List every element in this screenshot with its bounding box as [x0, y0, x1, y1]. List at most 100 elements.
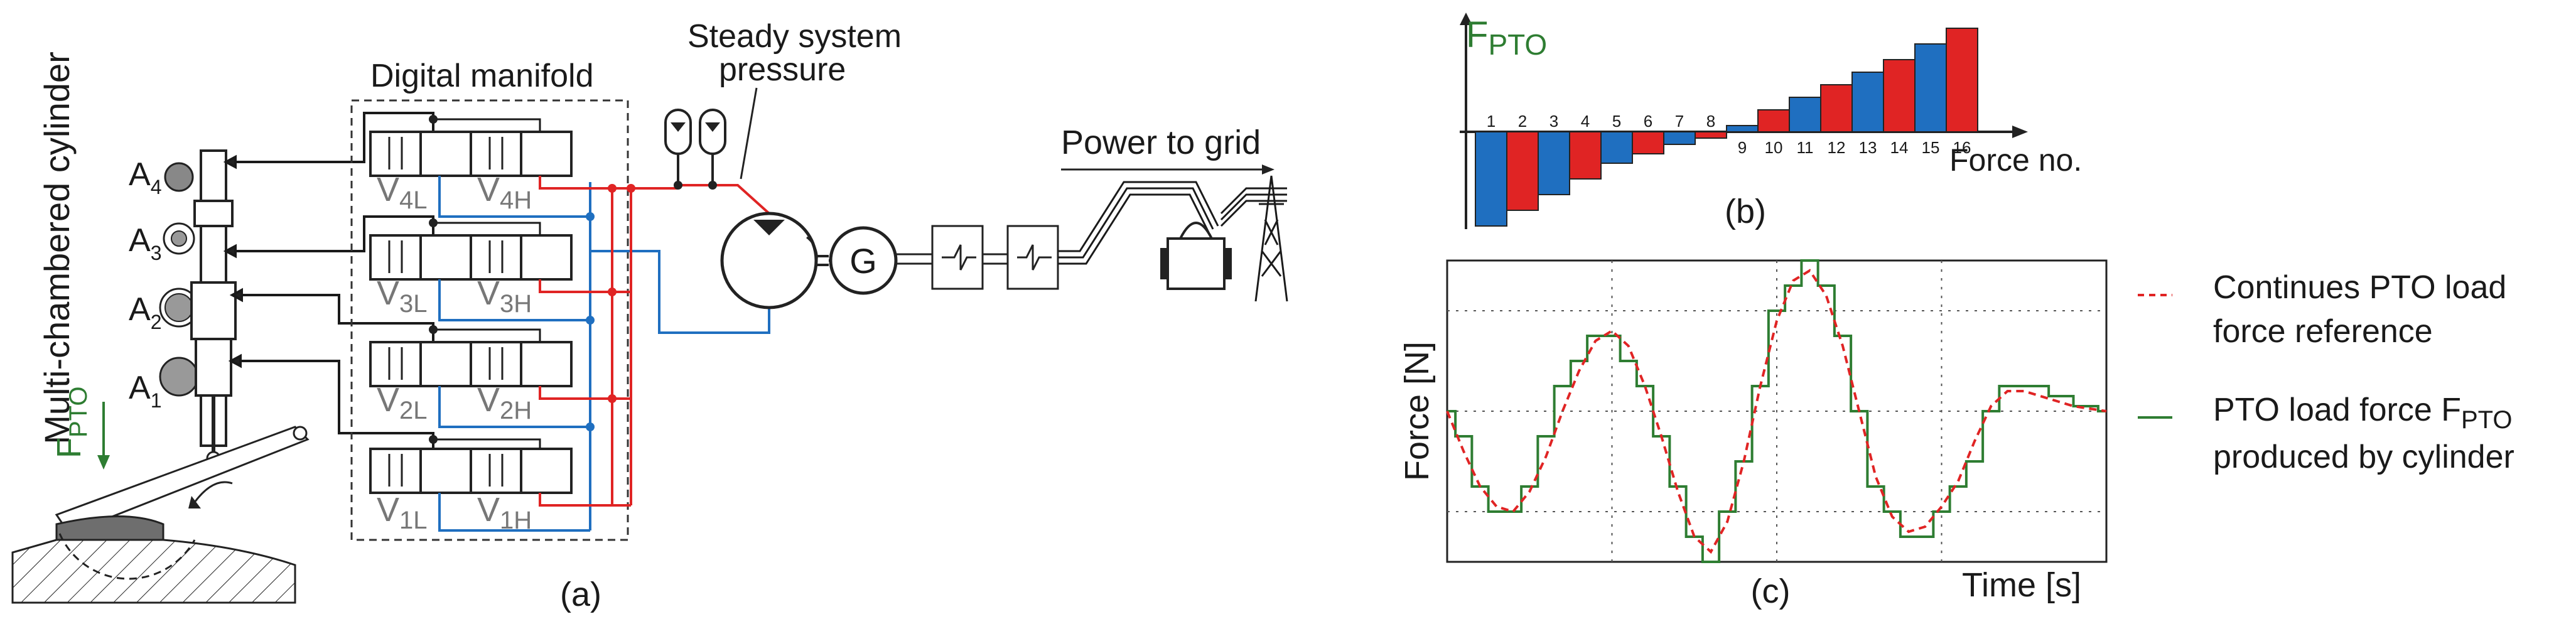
valve-v1l: V1L: [369, 448, 472, 534]
valve-label-base: V: [377, 171, 399, 208]
svg-text:V4L: V4L: [377, 171, 428, 214]
manifold-box: [350, 99, 629, 541]
legend-cylinder-line2: produced by cylinder: [2213, 439, 2514, 475]
legend-reference-line2: force reference: [2213, 313, 2433, 350]
valve-label-base: V: [477, 491, 500, 529]
legend-cylinder-text: PTO load force F: [2213, 392, 2461, 428]
wave-float-lever-icon: [55, 426, 310, 580]
chart-c-grid: [1447, 261, 2106, 562]
panel-a: Multi-chambered cylinder A4 A3 A2 A1 FPT…: [11, 18, 1288, 613]
grid-cables: [1058, 181, 1287, 265]
chart-c-legend: Continues PTO load force reference PTO l…: [2138, 269, 2514, 475]
transformer-icon: [1160, 222, 1232, 290]
bar-15: [1914, 43, 1947, 132]
valve-v2l: V2L: [369, 341, 472, 424]
chart-c-series: [1446, 259, 2107, 563]
chart-b-ylabel-base: F: [1466, 14, 1488, 55]
svg-text:V4H: V4H: [477, 171, 532, 214]
svg-text:A4: A4: [129, 156, 161, 198]
bar-label-6: 6: [1644, 112, 1652, 131]
caption-c: (c): [1751, 573, 1791, 610]
svg-text:V2H: V2H: [477, 381, 532, 424]
valve-v2h: V2H: [470, 341, 573, 424]
bar-1: [1475, 131, 1507, 227]
bar-label-3: 3: [1549, 112, 1558, 131]
area-label-base: A: [129, 222, 151, 259]
chart-b-ylabel-sub: PTO: [1488, 28, 1547, 61]
area-label-a1: A1: [129, 357, 199, 412]
bar-label-9: 9: [1738, 138, 1747, 157]
bar-4: [1569, 131, 1602, 180]
generator-icon: G: [829, 226, 898, 295]
chart-b-xlabel: Force no.: [1949, 143, 2082, 178]
bar-label-4: 4: [1581, 112, 1590, 131]
valve-label-sub: 2L: [399, 397, 428, 424]
valve-v1h: V1H: [470, 448, 573, 534]
series-reference: [1446, 269, 2107, 554]
area-label-base: A: [129, 156, 151, 193]
bar-16: [1946, 28, 1978, 132]
low-pressure-lines: [438, 176, 770, 532]
manifold-label: Digital manifold: [370, 58, 594, 94]
chamber-a1-icon: [159, 357, 199, 397]
bar-13: [1851, 72, 1884, 132]
chart-b-ylabel: FPTO: [1466, 14, 1547, 61]
multi-chamber-cylinder-icon: [190, 149, 237, 466]
valve-label-sub: 1L: [399, 507, 428, 534]
valve-v4h: V4H: [470, 131, 573, 214]
svg-text:A1: A1: [129, 370, 161, 412]
transmission-tower-icon: [1254, 175, 1288, 302]
manifold-black-links: [433, 118, 541, 449]
panel-c: Force [N] Time [s] (c) Continues PTO loa…: [1398, 259, 2514, 610]
bar-14: [1883, 59, 1916, 132]
area-label-sub: 3: [151, 242, 162, 264]
area-label-a2: A2: [129, 288, 199, 333]
svg-text:V3L: V3L: [377, 274, 428, 318]
svg-text:V2L: V2L: [377, 381, 428, 424]
bar-5: [1600, 131, 1633, 164]
area-label-sub: 1: [151, 389, 162, 412]
svg-text:V1H: V1H: [477, 491, 532, 534]
bar-label-10: 10: [1765, 138, 1783, 157]
valve-v4l: V4L: [369, 131, 472, 214]
bar-9: [1726, 125, 1759, 132]
pressure-arrow-icon: [740, 87, 758, 180]
svg-text:V3H: V3H: [477, 274, 532, 318]
valve-label-sub: 4L: [399, 186, 428, 214]
chart-c-ylabel: Force [N]: [1398, 342, 1436, 481]
legend-cylinder-line1: PTO load force FPTO: [2213, 392, 2513, 434]
svg-text:V1L: V1L: [377, 491, 428, 534]
hydraulic-motor-icon: [720, 212, 829, 309]
valve-label-sub: 4H: [500, 186, 532, 214]
force-label-pto: FPTO: [50, 386, 92, 458]
bar-label-2: 2: [1518, 112, 1527, 131]
svg-text:A3: A3: [129, 222, 161, 264]
svg-text:A2: A2: [129, 291, 161, 333]
valve-label-base: V: [377, 381, 399, 419]
area-label-base: A: [129, 291, 151, 328]
bar-label-7: 7: [1675, 112, 1684, 131]
bar-label-1: 1: [1487, 112, 1495, 131]
bar-label-8: 8: [1706, 112, 1715, 131]
valve-label-base: V: [477, 171, 500, 208]
area-label-base: A: [129, 370, 151, 406]
chamber-a4-icon: [164, 162, 194, 192]
seabed-icon: [11, 539, 296, 604]
valve-v3l: V3L: [369, 234, 472, 318]
valve-label-sub: 3H: [500, 290, 532, 318]
bar-label-14: 14: [1890, 138, 1909, 157]
bar-label-11: 11: [1797, 138, 1814, 157]
valve-label-sub: 3L: [399, 290, 428, 318]
legend-cylinder-sub: PTO: [2461, 406, 2513, 434]
bar-11: [1789, 97, 1821, 132]
force-label-base: F: [50, 438, 88, 458]
caption-a: (a): [560, 576, 601, 613]
valve-label-base: V: [477, 274, 500, 312]
bar-3: [1538, 131, 1570, 195]
valve-label-sub: 2H: [500, 397, 532, 424]
bar-10: [1757, 109, 1790, 132]
bar-2: [1506, 131, 1539, 211]
area-label-a4: A4: [129, 156, 194, 198]
pressure-label-line1: Steady system: [687, 18, 902, 55]
